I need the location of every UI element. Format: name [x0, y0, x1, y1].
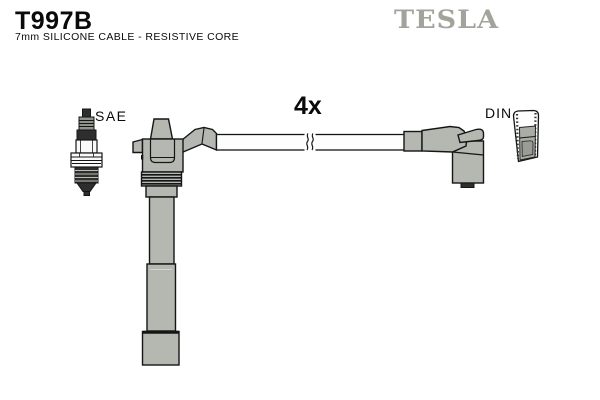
sae-label: SAE [95, 108, 128, 124]
din-terminal-icon [512, 109, 540, 163]
ignition-cable-illustration [215, 132, 406, 153]
spark-plug-icon [70, 108, 103, 196]
brand-logo: TESLA [394, 6, 500, 35]
din-connector-boot-illustration [403, 125, 485, 188]
spark-plug-boot-illustration [132, 118, 218, 366]
product-subtitle: 7mm SILICONE CABLE - RESISTIVE CORE [15, 31, 240, 43]
part-number: T997B [15, 7, 93, 35]
din-label: DIN [485, 105, 513, 121]
quantity-label: 4x [294, 92, 322, 120]
cable-break-marks [304, 132, 316, 153]
